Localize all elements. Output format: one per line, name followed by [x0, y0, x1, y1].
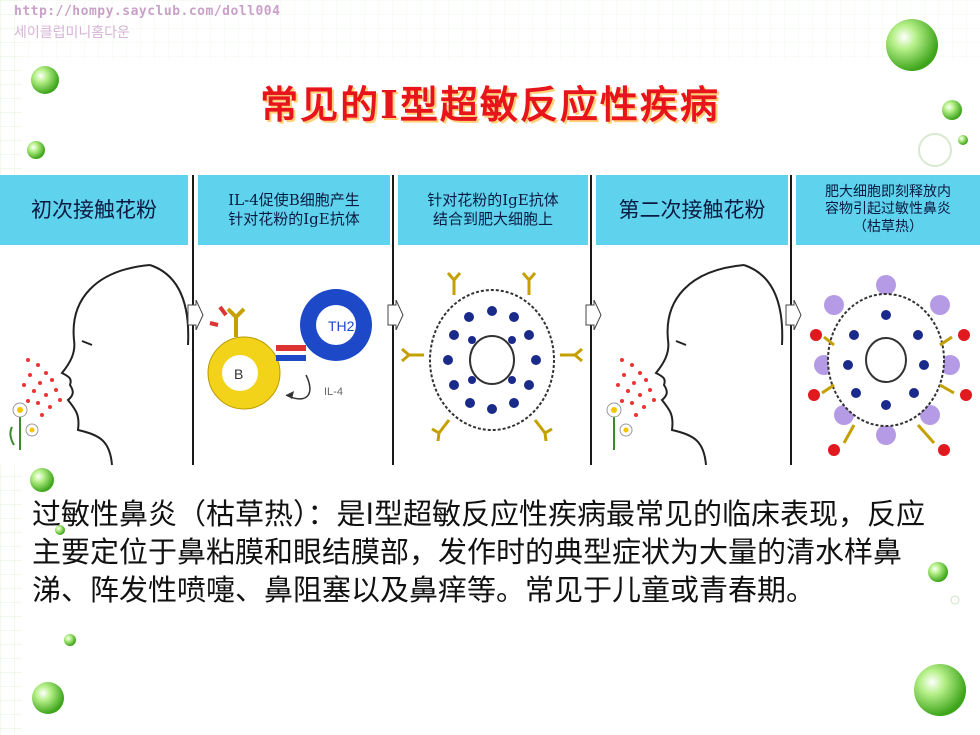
arrow-right-icon	[387, 300, 404, 330]
face-pollen-second-illustration	[606, 264, 784, 465]
flower-icon	[606, 402, 633, 450]
description-paragraph: 过敏性鼻炎（枯草热）：是I型超敏反应性疾病最常见的临床表现，反应主要定位于鼻粘膜…	[32, 497, 926, 607]
panel-label-second-contact: 第二次接触花粉	[596, 175, 788, 245]
panel-label-release: 肥大细胞即刻释放内 容物引起过敏性鼻炎 （枯草热）	[796, 175, 980, 245]
panel-label-ige-binding: 针对花粉的IgE抗体 结合到肥大细胞上	[398, 175, 588, 245]
mast-cell-ige-illustration	[401, 272, 583, 442]
face-pollen-illustration	[9, 264, 190, 465]
arrow-right-icon	[585, 300, 602, 330]
b-cell-th2-illustration: TH2 B IL-4	[207, 289, 372, 410]
arrow-right-icon	[785, 300, 802, 330]
th2-label: TH2	[328, 318, 355, 334]
page-title: 常见的Ⅰ型超敏反应性疾病	[260, 82, 720, 127]
header-subtitle: 세이클럽미니홈다운	[14, 25, 130, 41]
il4-label: IL-4	[324, 386, 343, 398]
mast-cell-release-illustration	[808, 275, 972, 456]
header-url: http://hompy.sayclub.com/doll004	[14, 4, 281, 19]
bubble-decoration	[27, 19, 968, 716]
flower-icon	[9, 402, 39, 450]
allergy-diagram: 初次接触花粉 IL-4促使B细胞产生 针对花粉的IgE抗体 针对花粉的IgE抗体…	[0, 175, 980, 465]
b-cell-label: B	[234, 366, 243, 382]
panel-label-il4: IL-4促使B细胞产生 针对花粉的IgE抗体	[198, 175, 390, 245]
panel-label-first-contact: 初次接触花粉	[0, 175, 188, 245]
arrow-right-icon	[187, 300, 204, 330]
